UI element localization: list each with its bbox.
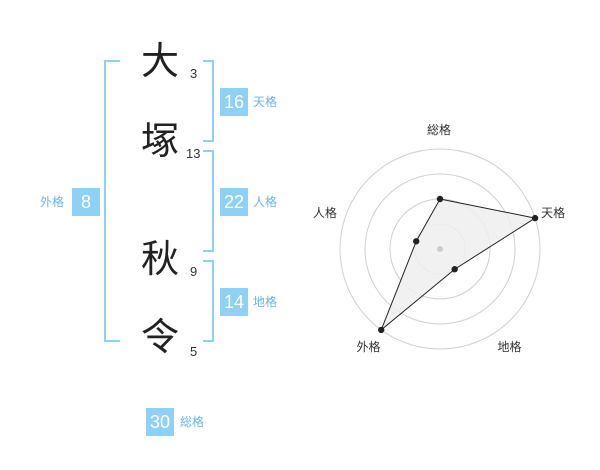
stroke-count-4: 5: [190, 344, 198, 359]
radar-axis-label-1: 総格: [427, 123, 452, 137]
radar-center-dot: [437, 246, 443, 252]
tenkaku-value: 16: [220, 88, 248, 116]
tenkaku-label: 天格: [253, 95, 278, 109]
soukaku-label: 総格: [180, 415, 205, 429]
jinkaku-label: 人格: [253, 195, 278, 209]
radar-point-5: [413, 238, 420, 245]
radar-points: [378, 195, 539, 334]
radar-point-1: [436, 195, 444, 203]
chikaku-value: 14: [220, 288, 248, 316]
radar-axis-label-2: 天格: [541, 205, 566, 220]
stroke-count-2: 13: [186, 146, 201, 161]
tenkaku-bracket: [203, 60, 214, 142]
chikaku-label: 地格: [253, 295, 278, 309]
radar-point-3: [451, 266, 458, 273]
radar-ring: [364, 173, 516, 325]
chikaku-bracket: [203, 260, 214, 342]
radar-ring: [339, 148, 541, 350]
jinkaku-value: 22: [220, 188, 248, 216]
stroke-count-3: 9: [190, 264, 198, 279]
name-char-4: 令: [141, 315, 180, 359]
soukaku-value: 30: [146, 408, 174, 436]
radar-axis-label-3: 地格: [497, 340, 522, 355]
radar-axis-label-4: 外格: [356, 340, 381, 355]
name-char-1: 大: [141, 39, 180, 83]
gaikaku-value: 8: [72, 188, 100, 216]
gaikaku-bracket: [104, 60, 120, 342]
radar-point-2: [531, 214, 539, 222]
radar-point-4: [378, 326, 385, 334]
radar-axis-label-5: 人格: [312, 205, 337, 220]
name-char-2: 塚: [141, 119, 180, 163]
jinkaku-bracket: [203, 150, 214, 252]
stroke-count-1: 3: [190, 66, 198, 81]
radar-polygon: [380, 198, 537, 331]
gaikaku-label: 外格: [40, 195, 65, 209]
name-char-3: 秋: [141, 237, 180, 281]
